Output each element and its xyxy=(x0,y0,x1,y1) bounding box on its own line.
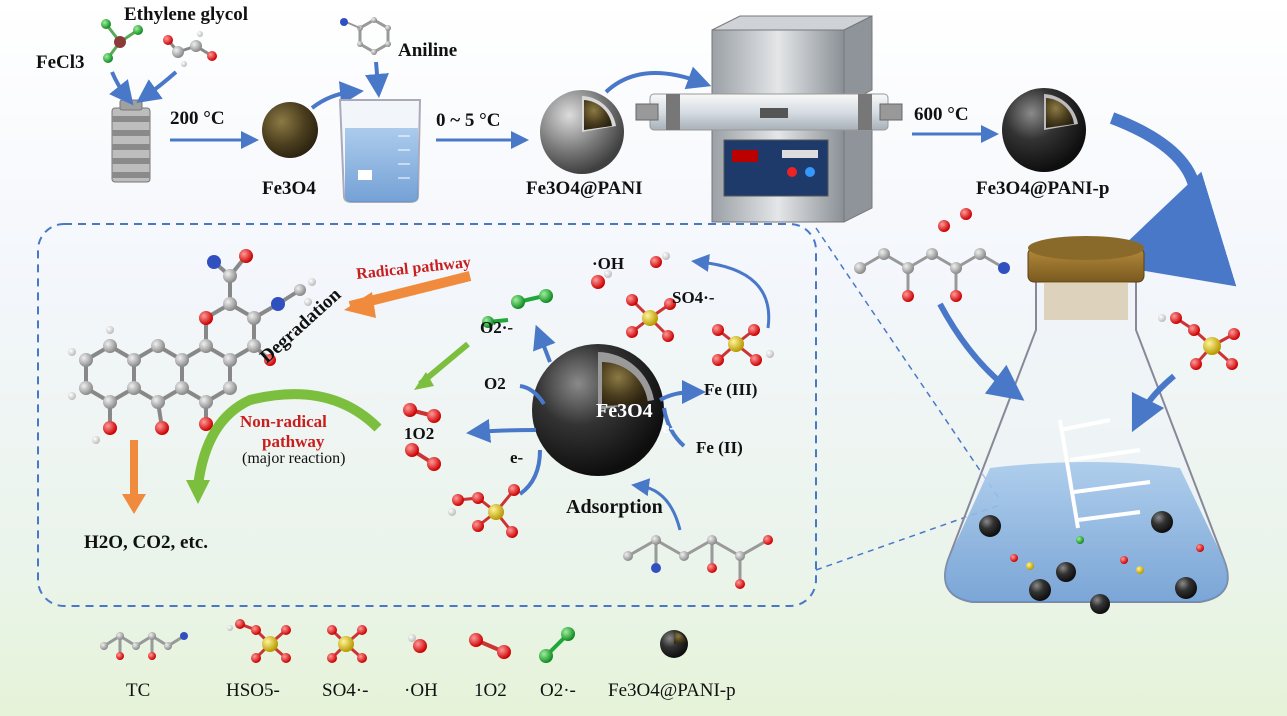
radical-pathway-arrowhead xyxy=(344,292,376,318)
fe3o4-pani-label: Fe3O4@PANI xyxy=(526,178,643,199)
legend-particle-label: Fe3O4@PANI-p xyxy=(608,680,736,701)
o2-label: O2 xyxy=(484,374,506,393)
arrow-o2-in xyxy=(519,384,546,406)
adsorption-label: Adsorption xyxy=(566,496,663,518)
arrow-to-furnace xyxy=(604,66,712,94)
arrow-tc-into-flask xyxy=(937,302,1025,401)
hso5-flask-icon xyxy=(1158,312,1240,370)
sulfate-radical-cluster-2 xyxy=(712,324,774,366)
nonradical-line3: (major reaction) xyxy=(242,450,346,467)
hso5-molecule-icon xyxy=(448,484,520,538)
legend-tc-label: TC xyxy=(126,680,151,701)
superoxide-label: O2·- xyxy=(480,318,514,337)
aniline-label: Aniline xyxy=(398,40,458,61)
oh-radical-icon xyxy=(591,270,612,289)
fe3o4-pani-sphere-icon xyxy=(540,90,624,174)
flask-particles xyxy=(979,511,1204,614)
legend-tc-icon xyxy=(100,632,188,660)
nonradical-pathway-arrowhead xyxy=(186,480,210,504)
so4-radical-label: SO4·- xyxy=(672,288,715,307)
tc-molecule-atoms xyxy=(68,249,316,444)
fe2-label: Fe (II) xyxy=(696,438,743,457)
tube-furnace-icon xyxy=(635,15,903,223)
core-fe3o4-label: Fe3O4 xyxy=(596,400,653,422)
autoclave-icon xyxy=(111,99,151,183)
fe3-label: Fe (III) xyxy=(704,380,758,399)
temp-600-label: 600 °C xyxy=(914,104,969,125)
legend-oh-icon xyxy=(408,634,427,653)
legend-particle-icon xyxy=(660,630,688,658)
legend-superoxide-icon xyxy=(539,627,575,663)
legend-so4-icon xyxy=(327,625,367,663)
green-small-arrowhead xyxy=(414,372,434,390)
arrow-aniline-to-beaker xyxy=(365,61,389,98)
nonradical-line1: Non-radical xyxy=(240,412,327,431)
legend-superoxide-label: O2·- xyxy=(540,680,576,701)
tc-molecule-flask-icon xyxy=(854,208,1010,302)
legend-hso5-label: HSO5- xyxy=(226,680,280,701)
legend-singlet-o2-icon xyxy=(469,633,511,659)
oh-radical-label: ·OH xyxy=(592,254,625,273)
superoxide-icon xyxy=(482,289,553,328)
fe3o4-sphere-icon xyxy=(262,102,318,158)
arrow-hso5-into-flask xyxy=(1131,373,1176,433)
electron-label-1: e- xyxy=(510,448,524,467)
temp-0-5-label: 0 ~ 5 °C xyxy=(436,110,501,131)
arrow-to-fe3 xyxy=(659,380,706,405)
beaker-icon xyxy=(338,99,422,203)
ethylene-glycol-label: Ethylene glycol xyxy=(124,4,249,25)
legend-hso5-icon xyxy=(227,619,291,663)
arrow-to-singlet-o2 xyxy=(466,418,537,443)
singlet-o2-label: 1O2 xyxy=(404,424,435,443)
singlet-oxygen-icon xyxy=(403,403,441,471)
temp-200-label: 200 °C xyxy=(170,108,225,129)
sulfate-radical-cluster-1 xyxy=(626,252,676,342)
arrow-fe2-cycle xyxy=(662,407,686,448)
orange-down-arrowhead xyxy=(122,494,146,514)
ethylene-glycol-molecule-icon xyxy=(163,31,217,67)
arrow-to-flask xyxy=(1104,112,1237,287)
legend-singlet-o2-label: 1O2 xyxy=(474,680,507,701)
fe3o4-pani-p-sphere-icon xyxy=(1002,88,1086,172)
arrow-to-superoxide xyxy=(533,324,556,363)
nonradical-pathway-arrow xyxy=(193,389,382,487)
aniline-molecule-icon xyxy=(340,17,391,55)
tc-molecule-small-icon xyxy=(623,535,773,589)
fecl3-label: FeCl3 xyxy=(36,52,85,74)
fe3o4-label: Fe3O4 xyxy=(262,178,316,199)
arrow-so4-cycle xyxy=(691,253,771,329)
fe3o4-pani-p-label: Fe3O4@PANI-p xyxy=(976,178,1110,199)
arrow-fe3o4-to-beaker xyxy=(310,81,364,110)
arrow-glycol-to-autoclave xyxy=(136,70,178,103)
legend-so4-label: SO4·- xyxy=(322,680,369,701)
fecl3-molecule-icon xyxy=(101,19,143,63)
nonradical-line2: pathway xyxy=(262,432,325,451)
products-label: H2O, CO2, etc. xyxy=(84,532,209,553)
arrow-fecl3-to-autoclave xyxy=(109,71,134,106)
erlenmeyer-flask-icon xyxy=(944,236,1229,603)
legend-oh-label: ·OH xyxy=(404,680,438,701)
arrow-adsorption xyxy=(631,478,682,531)
arrow-hso5-e xyxy=(518,449,542,496)
electron-label-2: e- xyxy=(662,418,676,437)
central-fe3o4-pani-p-sphere-icon xyxy=(532,344,664,476)
fecl3-text: FeCl3 xyxy=(36,52,85,73)
mechanism-dashed-box xyxy=(37,223,817,607)
